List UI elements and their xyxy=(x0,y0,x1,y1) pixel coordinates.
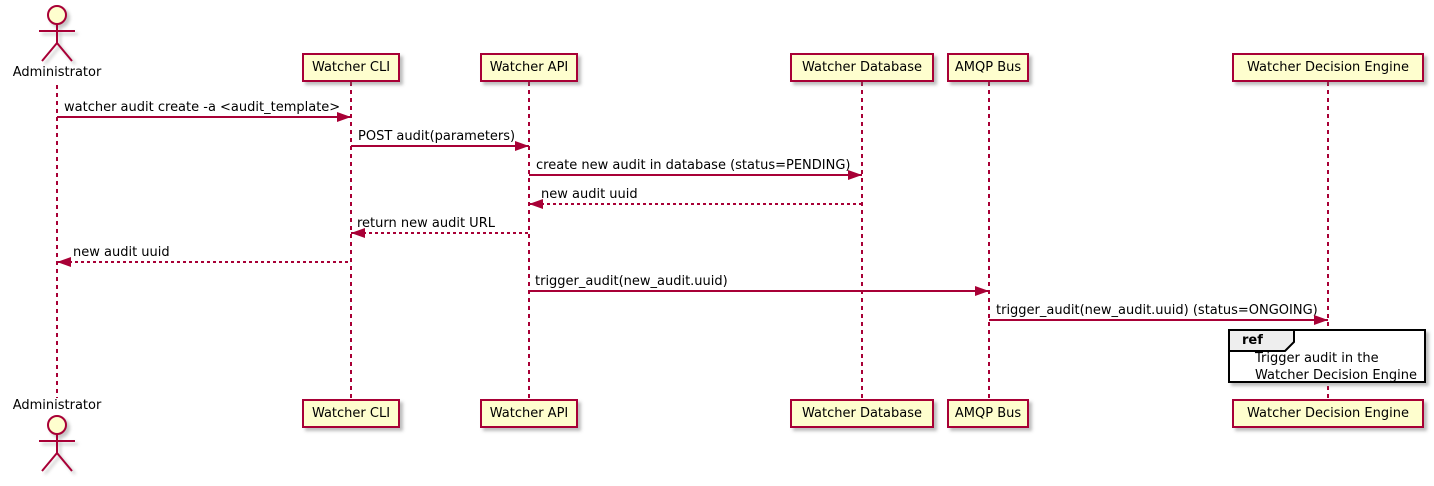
actor-administrator-icon xyxy=(39,5,75,62)
lifeline-watcher-api xyxy=(528,82,530,399)
lifeline-watcher-cli xyxy=(350,82,352,399)
actor-administrator-icon-bottom xyxy=(39,415,75,472)
ref-tag-pentagon-icon xyxy=(1228,329,1295,352)
message-4-label: new audit uuid xyxy=(541,187,638,202)
message-7-arrowhead-icon xyxy=(975,286,989,296)
message-3-label: create new audit in database (status=PEN… xyxy=(536,158,851,173)
message-1-arrowhead-icon xyxy=(337,112,351,122)
message-4-arrowhead-icon xyxy=(529,199,543,209)
participant-watcher-database-top: Watcher Database xyxy=(790,53,934,82)
lifeline-watcher-database xyxy=(861,82,863,399)
message-8-label: trigger_audit(new_audit.uuid) (status=ON… xyxy=(996,303,1318,318)
participant-watcher-decision-engine-top: Watcher Decision Engine xyxy=(1232,53,1424,82)
message-4-line xyxy=(529,203,862,205)
message-6-label: new audit uuid xyxy=(73,245,170,260)
participant-watcher-cli-bottom: Watcher CLI xyxy=(302,399,400,428)
message-3-arrowhead-icon xyxy=(848,170,862,180)
ref-text-line-2: Watcher Decision Engine xyxy=(1255,368,1417,383)
message-8-arrowhead-icon xyxy=(1314,315,1328,325)
participant-amqp-bus-bottom: AMQP Bus xyxy=(947,399,1029,428)
participant-watcher-database-bottom: Watcher Database xyxy=(790,399,934,428)
lifeline-administrator xyxy=(56,85,58,398)
participant-watcher-decision-engine-bottom: Watcher Decision Engine xyxy=(1232,399,1424,428)
message-1-label: watcher audit create -a <audit_template> xyxy=(64,100,341,115)
participant-watcher-api-top: Watcher API xyxy=(480,53,578,82)
message-5-label: return new audit URL xyxy=(357,216,495,231)
message-2-line xyxy=(351,145,529,147)
actor-administrator-label-bottom: Administrator xyxy=(12,398,102,413)
participant-watcher-cli-top: Watcher CLI xyxy=(302,53,400,82)
lifeline-amqp-bus xyxy=(988,82,990,399)
participant-watcher-api-bottom: Watcher API xyxy=(480,399,578,428)
message-5-line xyxy=(351,232,529,234)
ref-keyword: ref xyxy=(1242,333,1263,348)
message-3-line xyxy=(529,174,862,176)
lifeline-watcher-decision-engine xyxy=(1327,82,1329,399)
ref-text-line-1: Trigger audit in the xyxy=(1255,351,1379,366)
message-2-label: POST audit(parameters) xyxy=(358,129,516,144)
message-8-line xyxy=(989,319,1328,321)
message-5-arrowhead-icon xyxy=(351,228,365,238)
message-6-line xyxy=(57,261,351,263)
actor-administrator-label-top: Administrator xyxy=(12,65,102,80)
message-2-arrowhead-icon xyxy=(515,141,529,151)
message-7-label: trigger_audit(new_audit.uuid) xyxy=(535,274,728,289)
ref-fragment: ref Trigger audit in the Watcher Decisio… xyxy=(1228,329,1426,383)
message-7-line xyxy=(529,290,989,292)
message-1-line xyxy=(57,116,351,118)
message-6-arrowhead-icon xyxy=(57,257,71,267)
participant-amqp-bus-top: AMQP Bus xyxy=(947,53,1029,82)
